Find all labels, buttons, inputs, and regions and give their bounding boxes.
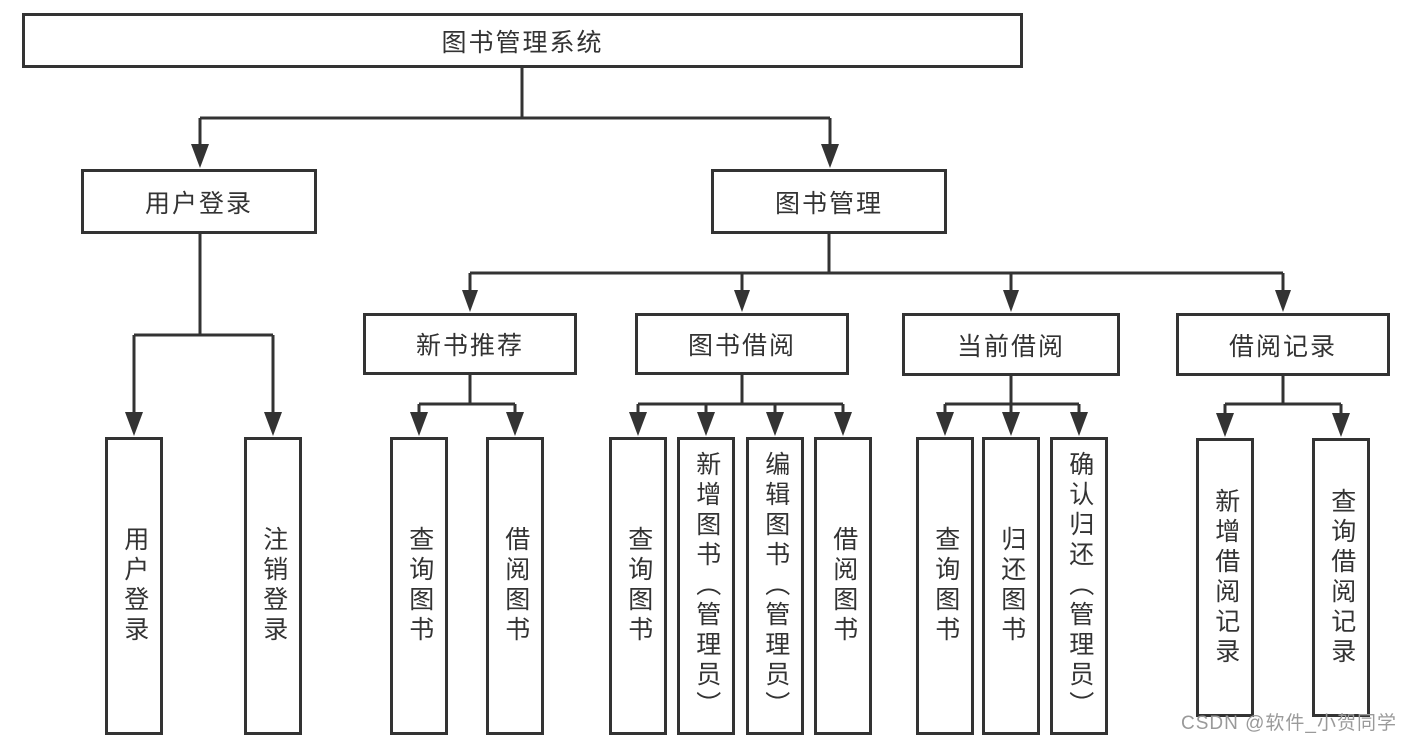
node-book-borrowing: 图书借阅 xyxy=(635,313,849,375)
leaf-borrow-books-label: 借阅图书 xyxy=(829,526,858,646)
leaf-query-books-recommend: 查询图书 xyxy=(390,437,448,735)
node-borrowing-records: 借阅记录 xyxy=(1176,313,1390,376)
leaf-query-books-recommend-label: 查询图书 xyxy=(405,526,434,646)
node-library-system-label: 图书管理系统 xyxy=(441,28,604,57)
leaf-borrow-books: 借阅图书 xyxy=(814,437,872,735)
leaf-return-book-label: 归还图书 xyxy=(997,526,1026,646)
node-current-borrowing-label: 当前借阅 xyxy=(956,332,1065,361)
leaf-add-borrow-record-label: 新增借阅记录 xyxy=(1211,487,1240,668)
node-current-borrowing: 当前借阅 xyxy=(902,313,1120,376)
leaf-query-borrow-record: 查询借阅记录 xyxy=(1312,438,1370,717)
leaf-confirm-return-admin-label: 确认归还（管理员） xyxy=(1065,451,1094,721)
leaf-query-books-borrowing: 查询图书 xyxy=(609,437,667,735)
leaf-add-book-admin-label: 新增图书（管理员） xyxy=(692,451,721,721)
node-book-management: 图书管理 xyxy=(711,169,947,234)
leaf-user-login-label: 用户登录 xyxy=(120,526,149,646)
node-book-borrowing-label: 图书借阅 xyxy=(687,332,796,360)
node-book-management-label: 图书管理 xyxy=(774,189,883,218)
leaf-query-books-current-label: 查询图书 xyxy=(931,526,960,646)
node-user-login: 用户登录 xyxy=(81,169,317,234)
leaf-user-login: 用户登录 xyxy=(105,437,163,735)
node-borrowing-records-label: 借阅记录 xyxy=(1228,332,1337,361)
leaf-logout: 注销登录 xyxy=(244,437,302,735)
leaf-query-books-current: 查询图书 xyxy=(916,437,974,735)
node-new-book-recommend: 新书推荐 xyxy=(363,313,577,375)
leaf-query-books-borrowing-label: 查询图书 xyxy=(624,526,653,646)
leaf-edit-book-admin-label: 编辑图书（管理员） xyxy=(761,451,790,721)
leaf-borrow-books-recommend: 借阅图书 xyxy=(486,437,544,735)
leaf-query-borrow-record-label: 查询借阅记录 xyxy=(1327,487,1356,668)
leaf-add-borrow-record: 新增借阅记录 xyxy=(1196,438,1254,717)
leaf-logout-label: 注销登录 xyxy=(259,526,288,646)
leaf-confirm-return-admin: 确认归还（管理员） xyxy=(1050,437,1108,735)
csdn-watermark: CSDN @软件_小贺同学 xyxy=(1181,713,1397,734)
node-user-login-label: 用户登录 xyxy=(144,189,253,218)
leaf-return-book: 归还图书 xyxy=(982,437,1040,735)
leaf-borrow-books-recommend-label: 借阅图书 xyxy=(501,526,530,646)
leaf-edit-book-admin: 编辑图书（管理员） xyxy=(746,437,804,735)
leaf-add-book-admin: 新增图书（管理员） xyxy=(677,437,735,735)
node-new-book-recommend-label: 新书推荐 xyxy=(415,332,524,360)
node-library-system: 图书管理系统 xyxy=(22,13,1023,68)
